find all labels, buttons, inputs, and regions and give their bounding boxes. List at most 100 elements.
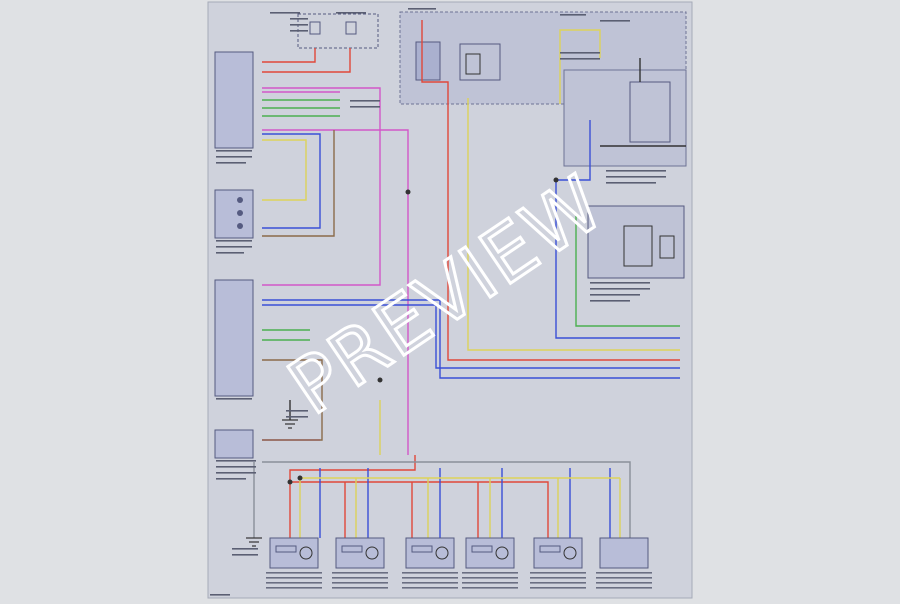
splice-dot-icon [297,475,303,481]
label-mark [590,300,630,302]
caption-mark [462,587,518,589]
caption-mark [402,587,458,589]
caption-mark [266,577,322,579]
caption-mark [462,582,518,584]
motor-actuator-icon [435,546,449,560]
splice-dot-icon [287,479,293,485]
wire-red-1 [262,48,316,63]
motor-actuator-icon [365,546,379,560]
wire-yellow-3 [559,29,601,104]
caption-mark [596,577,652,579]
label-mark [216,240,252,242]
label-mark [290,30,308,32]
label-mark [606,170,666,172]
caption-mark [332,572,388,574]
label-mark [590,282,650,284]
motor-actuator-icon [495,546,509,560]
label-mark [210,594,230,596]
label-mark [216,162,246,164]
label-mark [286,410,308,412]
actuator-row [266,537,652,589]
sensor-glyphs [237,197,243,229]
ambient-temp-sensor [214,429,254,459]
wire-green-6 [575,216,680,327]
label-mark [216,466,256,468]
label-mark [232,548,258,550]
caption-mark [332,582,388,584]
label-mark [350,106,380,108]
splice-dot-icon [405,189,411,195]
label-mark [336,12,366,14]
wire-blue-3 [262,304,680,369]
splice-dot-icon [377,377,383,383]
motor-actuator [405,537,455,569]
label-mark [232,554,258,556]
wire-blue-1 [262,133,321,229]
ground-icon [282,419,298,429]
label-mark [216,472,256,474]
splice-dot-icon-group [287,177,559,485]
label-mark [590,288,650,290]
label-mark [350,100,380,102]
wire-magenta-2 [262,129,409,455]
caption-mark [530,587,586,589]
caption-mark [530,582,586,584]
label-mark [290,18,308,20]
in-vehicle-temp-sensor [214,189,254,239]
caption-mark [596,582,652,584]
label-mark [216,156,252,158]
label-mark [216,246,252,248]
caption-mark [266,587,322,589]
caption-mark [530,572,586,574]
label-mark [606,182,656,184]
caption-mark [402,572,458,574]
motor-actuator [335,537,385,569]
sensor-module [599,537,649,569]
fine-print-marks [210,8,666,596]
caption-mark [332,577,388,579]
wire-magenta-3 [262,87,381,286]
label-mark [216,478,246,480]
blower-control-module [563,69,687,167]
wire-brown-2 [262,359,323,441]
label-mark [408,8,436,10]
motor-actuator [465,537,515,569]
label-mark [270,12,300,14]
label-mark [216,252,244,254]
label-mark [286,416,308,418]
caption-mark [266,582,322,584]
label-mark [216,150,252,152]
wire-yellow-1 [262,139,307,201]
caption-mark [530,577,586,579]
label-mark [216,398,252,400]
wire-blue-2 [262,299,680,379]
label-mark [600,20,630,22]
label-mark [590,294,640,296]
climate-control-module-2 [214,279,254,397]
label-mark [606,176,666,178]
motor-actuator-icon [299,546,313,560]
rear-blower-relay-module [587,205,685,279]
motor-actuator [269,537,319,569]
label-mark [560,58,600,60]
climate-control-module [214,51,254,149]
motor-actuator-icon [563,546,577,560]
caption-mark [596,587,652,589]
wire-red-5 [290,481,549,538]
label-mark [290,24,308,26]
caption-mark [266,572,322,574]
wire-yellow-2 [467,98,680,351]
wire-gray-1 [262,461,631,538]
caption-mark [462,577,518,579]
label-mark [560,52,600,54]
caption-mark [402,582,458,584]
caption-mark [596,572,652,574]
wire-brown-1 [262,130,335,237]
label-mark [216,460,256,462]
caption-mark [332,587,388,589]
wire-red-3 [421,20,680,361]
motor-actuator [533,537,583,569]
caption-mark [402,577,458,579]
